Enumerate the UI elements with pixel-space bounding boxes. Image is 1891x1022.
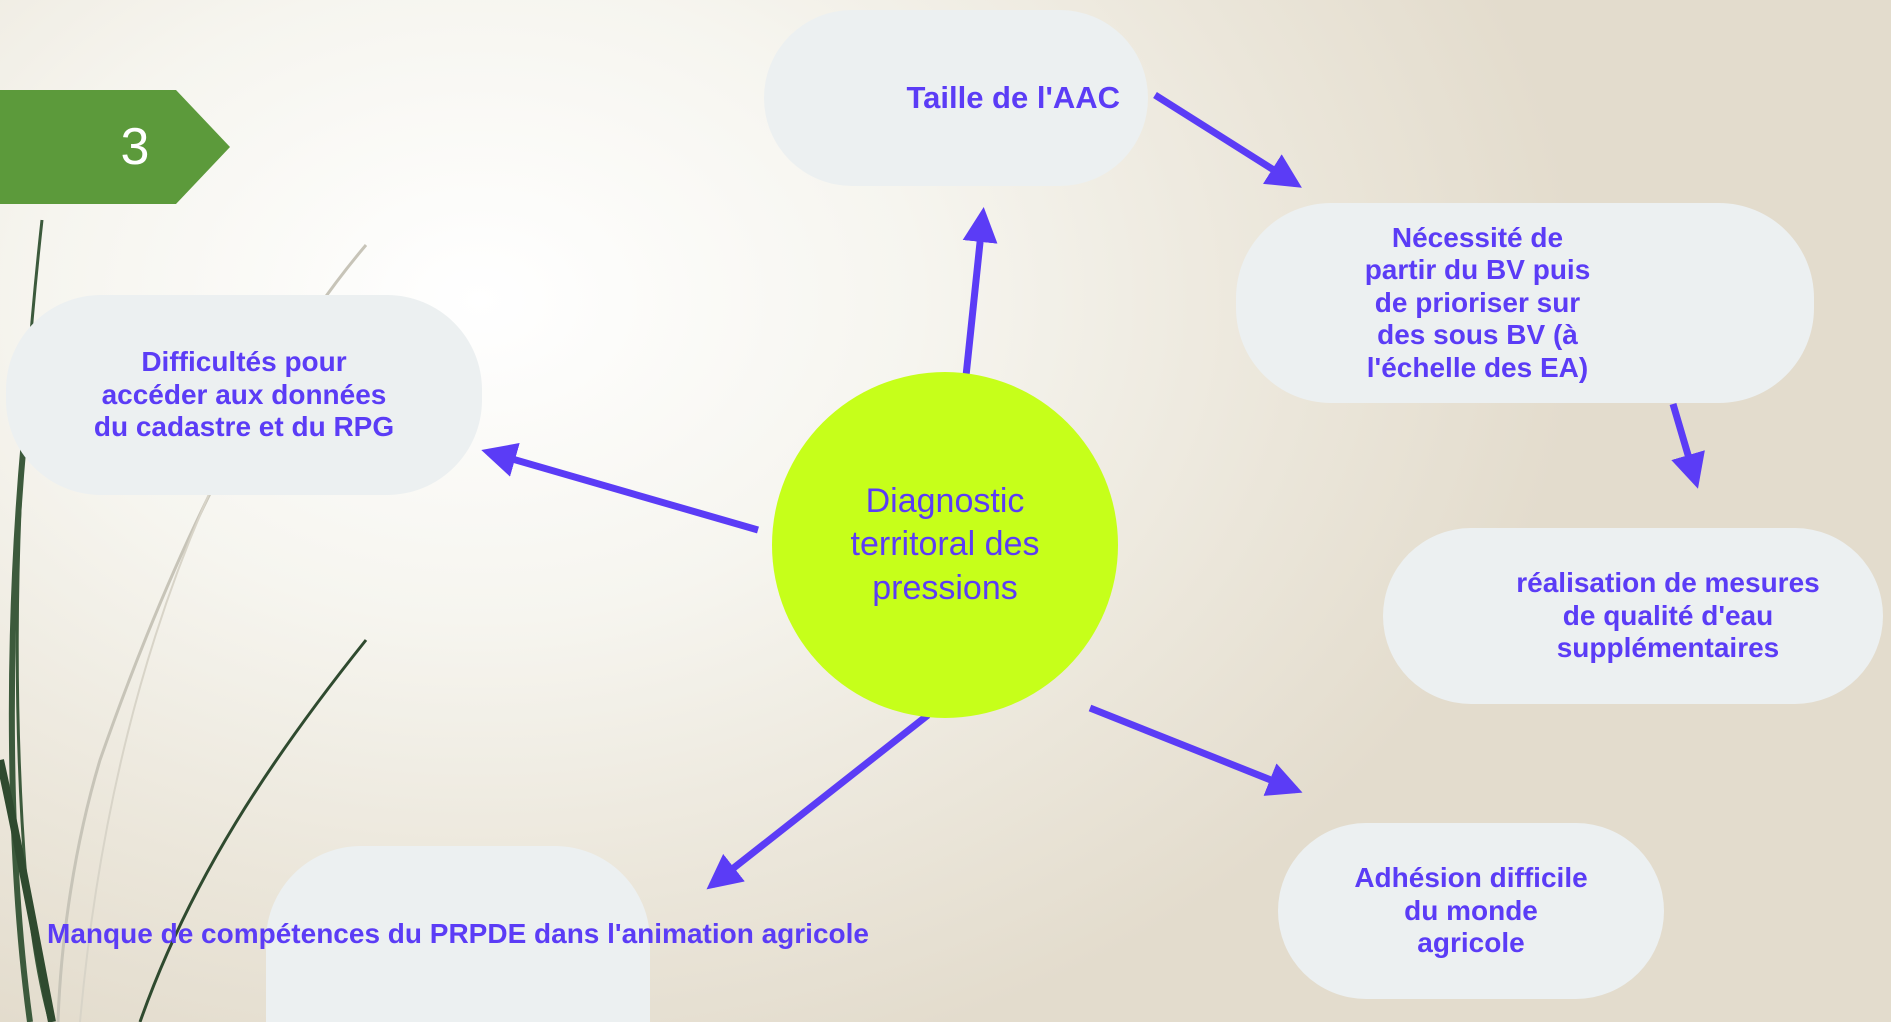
node-necessite: Nécessité de partir du BV puis de priori… — [1236, 203, 1814, 403]
node-taille: Taille de l'AAC — [764, 10, 1148, 186]
node-mesures: réalisation de mesures de qualité d'eau … — [1383, 528, 1883, 704]
arrow-taille-to-necessite — [1153, 92, 1302, 188]
arrow-to-adhesion — [1088, 704, 1303, 796]
slide-number-tab — [0, 90, 230, 204]
node-manque: Manque de compétences du PRPDE dans l'an… — [47, 846, 869, 1022]
arrow-to-taille — [962, 207, 998, 377]
node-taille-label: Taille de l'AAC — [906, 80, 1120, 116]
arrow-to-difficultes — [481, 442, 759, 534]
arrow-to-manque — [706, 712, 931, 890]
node-necessite-label: Nécessité de partir du BV puis de priori… — [1364, 221, 1591, 383]
node-adhesion-label: Adhésion difficile du monde agricole — [1354, 862, 1588, 959]
slide-number: 3 — [120, 118, 150, 176]
node-difficultes: Difficultés pour accéder aux données du … — [6, 295, 482, 495]
node-manque-label: Manque de compétences du PRPDE dans l'an… — [47, 917, 869, 949]
node-adhesion: Adhésion difficile du monde agricole — [1278, 823, 1664, 999]
center-node: Diagnostic territoral des pressions — [772, 372, 1118, 718]
center-node-label: Diagnostic territoral des pressions — [850, 481, 1040, 607]
node-difficultes-label: Difficultés pour accéder aux données du … — [93, 346, 395, 443]
node-mesures-label: réalisation de mesures de qualité d'eau … — [1516, 567, 1820, 664]
arrow-necessite-to-mesures — [1669, 403, 1705, 489]
